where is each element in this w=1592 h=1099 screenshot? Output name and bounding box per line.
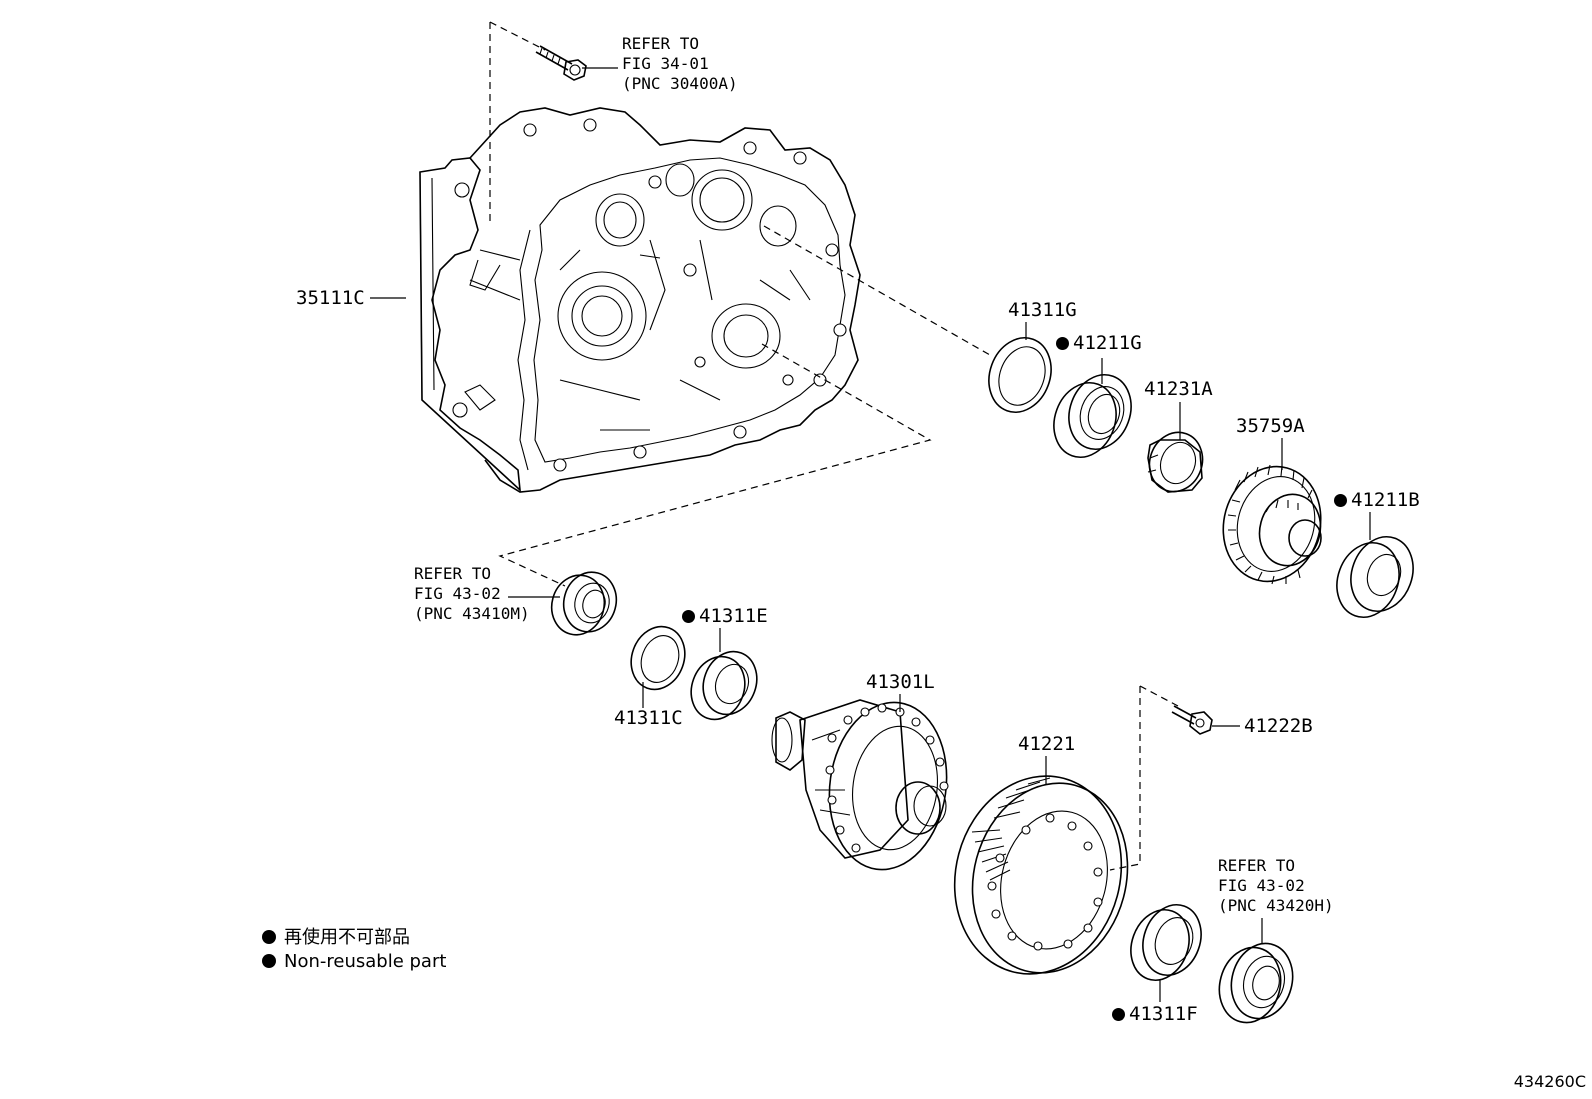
differential-case-41301l-drawing (771, 699, 949, 871)
reference-line: FIG 43-02 (1218, 876, 1305, 895)
oil-seal-right-drawing (1218, 942, 1294, 1024)
reference-line: (PNC 43420H) (1218, 896, 1334, 915)
legend: 再使用不可部品 Non-reusable part (262, 926, 446, 974)
legend-row-english: Non-reusable part (262, 950, 446, 974)
illustration-id: 434260C (1513, 1072, 1586, 1091)
reference-line: REFER TO (622, 34, 700, 53)
part-label-41222b[interactable]: 41222B (1244, 715, 1313, 737)
part-label-41221[interactable]: 41221 (1018, 733, 1076, 755)
part-label-41211b[interactable]: 41211B (1334, 490, 1420, 510)
reference-note-right-seal[interactable]: REFER TO FIG 43-02 (PNC 43420H) (1218, 856, 1334, 916)
assembly-guide-lines (489, 21, 1179, 871)
non-reusable-marker-icon (262, 954, 276, 968)
part-label-41311g[interactable]: 41311G (1008, 299, 1077, 321)
part-label-41301l[interactable]: 41301L (866, 671, 935, 693)
ring-gear-41221-drawing (953, 775, 1129, 975)
legend-japanese-text: 再使用不可部品 (284, 927, 410, 948)
part-label-41311f-text: 41311F (1129, 1003, 1198, 1025)
legend-row-japanese: 再使用不可部品 (262, 926, 446, 950)
part-label-35759a[interactable]: 35759A (1236, 415, 1305, 437)
part-label-41211g[interactable]: 41211G (1056, 333, 1142, 353)
part-label-41231a[interactable]: 41231A (1144, 378, 1213, 400)
legend-english-text: Non-reusable part (284, 951, 447, 972)
reference-line: FIG 43-02 (414, 584, 501, 603)
bearing-race-41311g-drawing (988, 337, 1052, 413)
non-reusable-marker-icon (262, 930, 276, 944)
reference-line: (PNC 30400A) (622, 74, 738, 93)
bearing-41211g-drawing (1053, 374, 1132, 458)
leader-lines (370, 67, 1371, 1002)
part-label-35111c[interactable]: 35111C (296, 287, 365, 309)
reference-line: FIG 34-01 (622, 54, 709, 73)
reference-note-bolt[interactable]: REFER TO FIG 34-01 (PNC 30400A) (622, 34, 738, 94)
non-reusable-marker-icon (1334, 494, 1347, 507)
ring-gear-bolt-drawing (1171, 705, 1213, 735)
nut-41231a-drawing (1147, 431, 1204, 493)
reference-line: REFER TO (1218, 856, 1296, 875)
part-label-41311f[interactable]: 41311F (1112, 1004, 1198, 1024)
bearing-41211b-drawing (1336, 536, 1414, 618)
bearing-41311f-drawing (1130, 904, 1202, 981)
non-reusable-marker-icon (1112, 1008, 1125, 1021)
bearing-race-41311c-drawing (630, 625, 686, 691)
reference-note-left-seal[interactable]: REFER TO FIG 43-02 (PNC 43410M) (414, 564, 530, 624)
part-label-41211b-text: 41211B (1351, 489, 1420, 511)
gear-35759a-drawing (1222, 464, 1322, 585)
reference-line: REFER TO (414, 564, 492, 583)
reference-line: (PNC 43410M) (414, 604, 530, 623)
part-label-41211g-text: 41211G (1073, 332, 1142, 354)
bearing-41311e-drawing (690, 650, 758, 721)
non-reusable-marker-icon (1056, 337, 1069, 350)
non-reusable-marker-icon (682, 610, 695, 623)
part-label-41311c[interactable]: 41311C (614, 707, 683, 729)
part-label-41311e[interactable]: 41311E (682, 606, 768, 626)
transaxle-housing-drawing (419, 107, 861, 493)
oil-seal-left-drawing (550, 571, 618, 636)
part-label-41311e-text: 41311E (699, 605, 768, 627)
bolt-drawing (535, 45, 587, 81)
